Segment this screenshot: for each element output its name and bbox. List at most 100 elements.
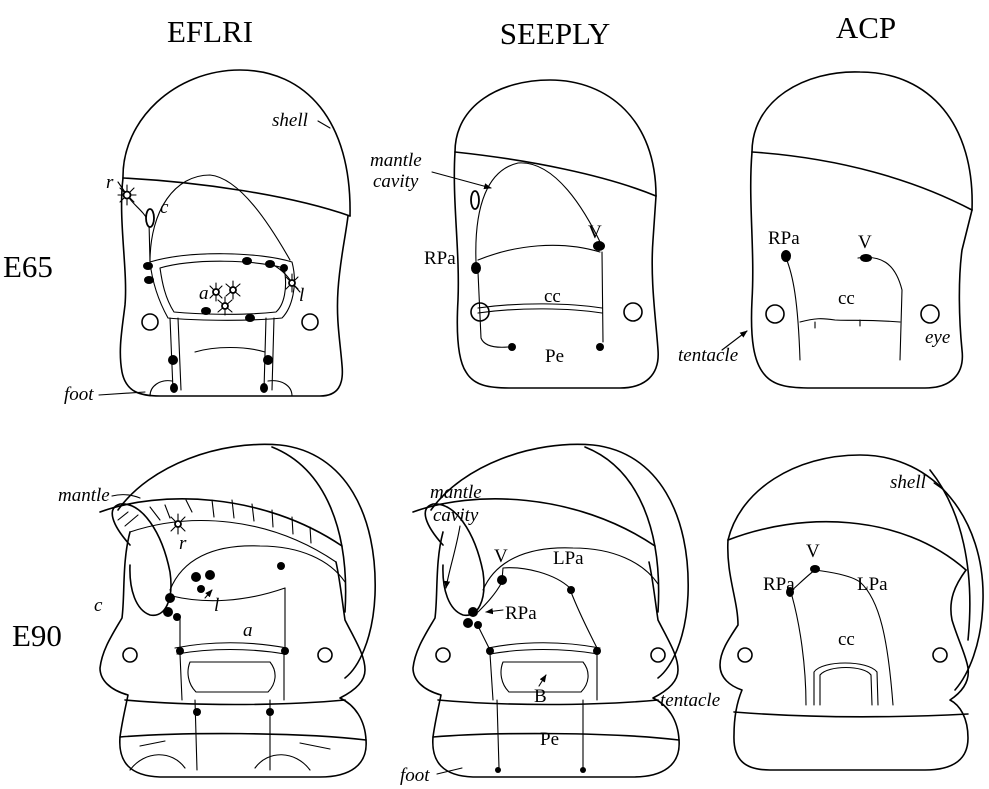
label-rpa: RPa [424, 248, 456, 269]
eye-left [142, 314, 158, 330]
body-outline [720, 540, 968, 770]
label-shell-leader [934, 483, 944, 490]
eye-left [123, 648, 137, 662]
label-cc: cc [838, 629, 855, 650]
connectives [478, 252, 603, 347]
eye-left [738, 648, 752, 662]
label-pe: Pe [545, 346, 564, 367]
neuron-pe-dot-left [508, 343, 516, 351]
label-mantle: mantle [430, 482, 482, 503]
shell-inner-arc [272, 447, 346, 612]
neuron-v-dot [497, 575, 507, 585]
neurite-v-lpa [815, 570, 860, 582]
label-v: V [858, 232, 872, 253]
shell-rim [752, 152, 972, 210]
neurite-v-lpa [502, 568, 570, 588]
head-foot-boundary [438, 700, 658, 705]
panel-e90-eflri: mantle c r l a [58, 444, 375, 777]
label-pe: Pe [540, 729, 559, 750]
eye-right [651, 648, 665, 662]
mantle-cavity-outline [150, 175, 290, 262]
label-shell-leader [318, 121, 330, 128]
label-a: a [243, 620, 253, 641]
connectives [180, 588, 285, 770]
label-foot-leader [437, 768, 462, 774]
shell-outline [455, 80, 656, 196]
neuron-v-dot [810, 565, 820, 573]
eye-right [318, 648, 332, 662]
neurite-left-descending [792, 596, 806, 705]
label-r: r [106, 172, 114, 193]
cerebral-commissure [814, 663, 878, 705]
panel-e65-seeply: mantle cavity V RPa cc Pe [370, 80, 658, 388]
label-tentacle: tentacle [660, 690, 720, 711]
row-header-e90: E90 [12, 618, 62, 653]
body-outline [100, 532, 366, 777]
label-v: V [494, 546, 508, 567]
label-b: B [534, 686, 547, 707]
neuron-c-icon [471, 191, 479, 209]
cerebral-commissure [478, 304, 602, 313]
mantle-cavity-floor [478, 245, 600, 260]
panel-e65-eflri: shell r c a l foot [64, 70, 350, 405]
label-l: l [299, 285, 304, 306]
label-rpa: RPa [505, 603, 537, 624]
panel-e90-seeply: mantle cavity V LPa RPa B Pe foot [400, 444, 688, 786]
neuron-rpa-dot [471, 262, 481, 274]
neuron-l-arrow [205, 590, 212, 598]
label-mantle: mantle [58, 485, 110, 506]
neuron-c-icon [146, 209, 154, 227]
neurite-v [858, 257, 902, 360]
shell-outline [728, 455, 983, 690]
foot-structures [130, 741, 330, 770]
neuron-lpa-dot [567, 586, 575, 594]
column-header-acp: ACP [836, 10, 896, 45]
label-cavity: cavity [373, 171, 419, 192]
mantle-cavity-lobe [112, 504, 171, 615]
head-foot-boundary [734, 712, 968, 717]
eye-left [436, 648, 450, 662]
label-lpa: LPa [553, 548, 584, 569]
mouth-line [195, 348, 265, 353]
label-rpa: RPa [768, 228, 800, 249]
mantle-cavity-outline [476, 163, 602, 262]
rpa-arrow [486, 610, 503, 612]
label-shell: shell [890, 472, 926, 493]
label-cc: cc [838, 288, 855, 309]
neurite-v-rpa [478, 582, 502, 612]
shell-outline [123, 70, 350, 216]
neuron-dots [486, 647, 601, 773]
label-mantle: mantle [370, 150, 422, 171]
neuron-a-cluster-icon [210, 281, 240, 315]
column-header-eflri: EFLRI [167, 14, 253, 49]
label-eye: eye [925, 327, 950, 348]
foot-line [120, 734, 366, 740]
neuron-v-dot [860, 254, 872, 262]
mantle-outer-edge [100, 499, 342, 546]
neuron-pe-dot-right [596, 343, 604, 351]
label-l: l [214, 595, 219, 616]
label-cc: cc [544, 286, 561, 307]
label-rpa: RPa [763, 574, 795, 595]
pedal-connectives [170, 318, 274, 390]
shell-rim [123, 178, 350, 216]
eye-right [624, 303, 642, 321]
body-outline [751, 152, 972, 388]
shell-inner-arc [585, 447, 659, 612]
label-v: V [588, 222, 602, 243]
panel-e90-acp: shell V RPa LPa cc tentacle [660, 455, 983, 770]
label-foot: foot [400, 765, 430, 786]
label-lpa: LPa [857, 574, 888, 595]
neurite-right-descending [860, 582, 893, 705]
shell-rim [728, 522, 966, 570]
nerve-ring [175, 643, 287, 654]
eye-right [302, 314, 318, 330]
shell-outline [752, 72, 972, 210]
label-mantle-leader [112, 495, 140, 498]
mantle-cavity-arrow [432, 172, 491, 188]
neuron-rpa-dot [781, 250, 791, 262]
label-v: V [806, 541, 820, 562]
label-cavity: cavity [433, 505, 479, 526]
label-r: r [179, 533, 187, 554]
neuron-r-icon [171, 514, 185, 534]
